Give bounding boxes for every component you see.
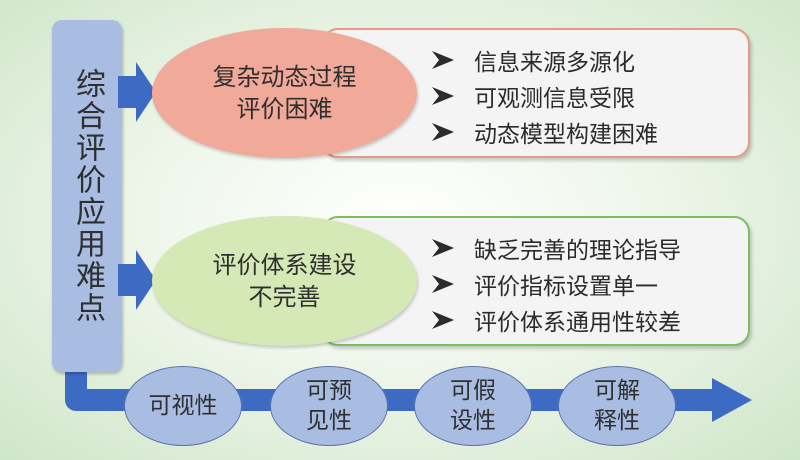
side-bar: 综合评价应用难点 xyxy=(52,20,122,372)
arrowhead-bullet-icon xyxy=(432,122,456,142)
bullet-item: 信息来源多源化 xyxy=(432,42,658,78)
flow-node-line: 设性 xyxy=(450,408,496,434)
flow-node-line: 释性 xyxy=(594,408,640,434)
arrowhead-bullet-icon xyxy=(432,238,456,258)
bullet-text: 缺乏完善的理论指导 xyxy=(474,238,681,264)
arrowhead-bullet-icon xyxy=(432,50,456,70)
arrow-right-icon xyxy=(118,62,156,122)
arrowhead-bullet-icon xyxy=(432,310,456,330)
bullet-item: 评价指标设置单一 xyxy=(432,266,681,302)
flow-node-interpretability: 可解 释性 xyxy=(558,366,676,446)
flow-node-line: 见性 xyxy=(306,408,352,434)
bullet-item: 可观测信息受限 xyxy=(432,78,658,114)
bullet-text: 可观测信息受限 xyxy=(474,86,635,112)
arrowhead-bullet-icon xyxy=(432,274,456,294)
flow-node-line: 可假 xyxy=(450,378,496,404)
arrow-right-icon xyxy=(118,250,156,310)
category-ellipse-1: 复杂动态过程 评价困难 xyxy=(152,28,417,158)
flow-node-line: 可预 xyxy=(306,378,352,404)
category-title-line: 评价体系建设 xyxy=(212,251,357,279)
bullet-item: 动态模型构建困难 xyxy=(432,114,658,150)
category-title-line: 评价困难 xyxy=(236,95,333,123)
category-ellipse-2: 评价体系建设 不完善 xyxy=(152,216,417,346)
bullet-text: 信息来源多源化 xyxy=(474,50,635,76)
category-title-line: 复杂动态过程 xyxy=(212,63,357,91)
flow-node-hypothesizability: 可假 设性 xyxy=(414,366,532,446)
bullet-item: 评价体系通用性较差 xyxy=(432,302,681,338)
side-label: 综合评价应用难点 xyxy=(70,68,105,324)
bullet-list-1: 信息来源多源化 可观测信息受限 动态模型构建困难 xyxy=(432,42,658,150)
flow-node-line: 可解 xyxy=(594,378,640,404)
flow-node-visibility: 可视性 xyxy=(124,366,242,446)
bullet-text: 评价体系通用性较差 xyxy=(474,310,681,336)
bullet-list-2: 缺乏完善的理论指导 评价指标设置单一 评价体系通用性较差 xyxy=(432,230,681,338)
bullet-item: 缺乏完善的理论指导 xyxy=(432,230,681,266)
category-title-line: 不完善 xyxy=(248,283,321,311)
bullet-text: 评价指标设置单一 xyxy=(474,274,658,300)
flow-node-predictability: 可预 见性 xyxy=(270,366,388,446)
arrowhead-bullet-icon xyxy=(432,86,456,106)
bullet-text: 动态模型构建困难 xyxy=(474,122,658,148)
flow-node-line: 可视性 xyxy=(148,393,218,419)
